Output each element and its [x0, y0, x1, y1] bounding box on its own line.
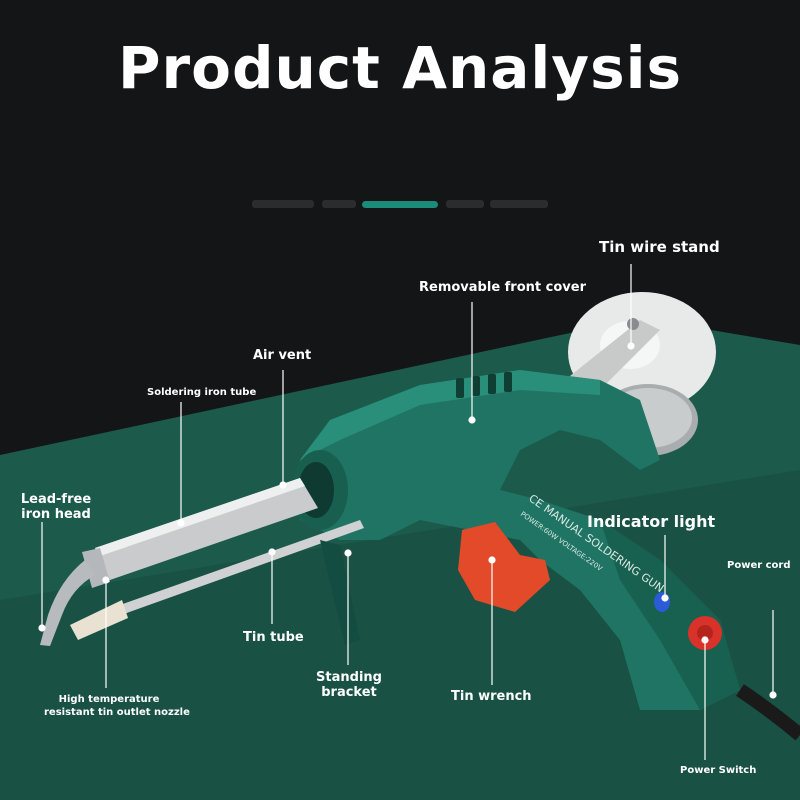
power-cord — [736, 684, 800, 741]
label-air-vent: Air vent — [253, 348, 312, 363]
label-tin-wrench: Tin wrench — [451, 689, 532, 704]
standing-bracket — [320, 540, 360, 645]
label-tin-wire-stand: Tin wire stand — [599, 238, 720, 256]
label-removable-front-cover: Removable front cover — [419, 280, 586, 295]
label-tin-tube: Tin tube — [243, 630, 304, 645]
faint-subtitle-right — [446, 200, 484, 208]
label-nozzle-line-2: resistant tin outlet nozzle — [44, 707, 190, 718]
tin-tube — [70, 520, 364, 640]
faint-subtitle-right-2 — [490, 200, 548, 208]
label-power-switch: Power Switch — [680, 765, 757, 776]
label-indicator-light: Indicator light — [587, 512, 716, 531]
page-title: Product Analysis — [118, 34, 682, 102]
label-nozzle-line-1: High temperature — [58, 694, 160, 705]
soldering-iron-tube — [40, 478, 318, 646]
label-standing-bracket: Standing bracket — [316, 670, 382, 700]
faint-subtitle-left-2 — [322, 200, 356, 208]
label-lead-free-iron-head: Lead-free iron head — [20, 492, 92, 522]
label-power-cord: Power cord — [727, 560, 791, 571]
label-soldering-iron-tube: Soldering iron tube — [147, 387, 257, 398]
faint-subtitle-left — [252, 200, 314, 208]
tin-wrench-shape — [458, 522, 550, 612]
indicator-light-lamp — [654, 592, 670, 612]
accent-divider — [362, 201, 438, 208]
